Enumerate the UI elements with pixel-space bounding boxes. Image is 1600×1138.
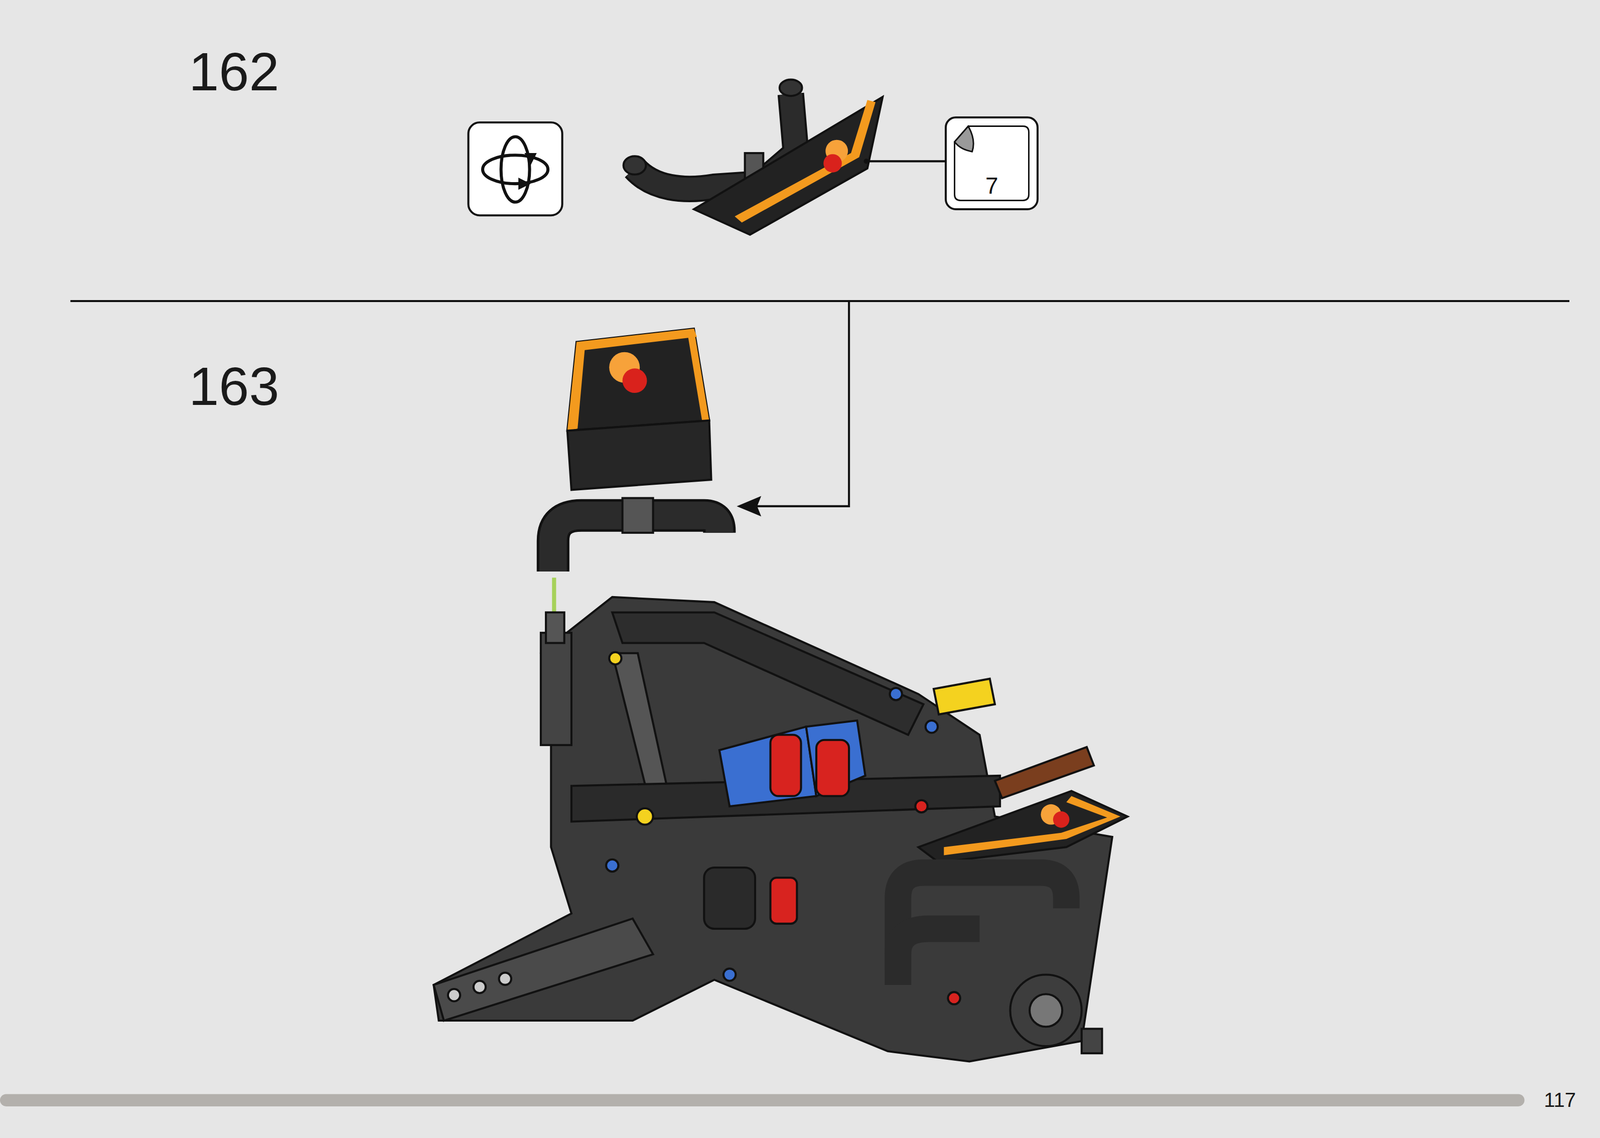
blue-link: [719, 726, 817, 807]
sticker-panel: [918, 790, 1128, 862]
liftarm: [433, 918, 653, 1021]
pin-hole: [889, 687, 902, 700]
leader-dot: [863, 158, 869, 164]
rotate-arrowhead: [518, 177, 531, 190]
sticker-callout: 7: [944, 116, 1039, 211]
subassembly-arrow: [755, 301, 849, 507]
axle-pin: [545, 612, 565, 643]
axle-pin: [1081, 1028, 1103, 1054]
yellow-axle: [933, 678, 995, 715]
panel-stripe: [567, 328, 697, 431]
step-number: 162: [188, 44, 279, 99]
page-bar: [6, 1094, 1519, 1107]
pin-hole: [448, 988, 461, 1001]
pin-hole: [925, 720, 938, 733]
page-number: 117: [1543, 1089, 1576, 1110]
red-piece: [816, 740, 849, 797]
pin-hole: [915, 800, 928, 813]
rotate-ring: [482, 155, 548, 184]
panel-dot: [622, 368, 648, 393]
leader-line: [866, 160, 946, 163]
beam: [612, 612, 924, 735]
clip: [622, 498, 654, 533]
peeled-corner: [954, 125, 974, 152]
step-number: 163: [188, 359, 279, 414]
step162-part: [623, 79, 946, 235]
panel-stripe: [687, 328, 710, 421]
hub-center: [1029, 993, 1063, 1027]
subassembly-arrowhead: [736, 496, 762, 517]
rotate-icon: [468, 122, 563, 216]
rotate-ring: [501, 136, 530, 203]
axle-hole: [636, 808, 654, 825]
axle-hole: [609, 652, 622, 665]
pin-hole: [947, 991, 960, 1004]
sticker-number: 7: [985, 174, 999, 198]
hub: [1009, 974, 1082, 1047]
rotate-arrowhead: [524, 153, 537, 166]
blue-link: [806, 720, 866, 797]
panel-dot: [823, 154, 842, 173]
pin-hole: [499, 972, 512, 985]
sticker-sheet: [954, 125, 1030, 201]
step163-part: [552, 328, 720, 572]
panel: [693, 96, 883, 235]
brown-axle: [994, 747, 1094, 799]
connector: [703, 867, 756, 929]
panel: [567, 328, 710, 431]
chassis-model: [433, 597, 1128, 1062]
pin-hole: [723, 968, 736, 981]
red-piece: [770, 735, 802, 797]
tube-end: [623, 156, 647, 175]
tube-end: [779, 79, 803, 97]
red-piece: [770, 877, 798, 924]
panel-dot: [1053, 811, 1070, 828]
upright: [540, 632, 572, 746]
pin-hole: [473, 980, 486, 993]
tube: [898, 928, 980, 985]
panel-stripe: [734, 99, 876, 223]
icon-frame: [468, 122, 563, 216]
step-divider: [70, 300, 1570, 303]
panel-base: [567, 420, 712, 490]
panel-stripe: [943, 796, 1121, 856]
pin-hole: [606, 859, 619, 872]
